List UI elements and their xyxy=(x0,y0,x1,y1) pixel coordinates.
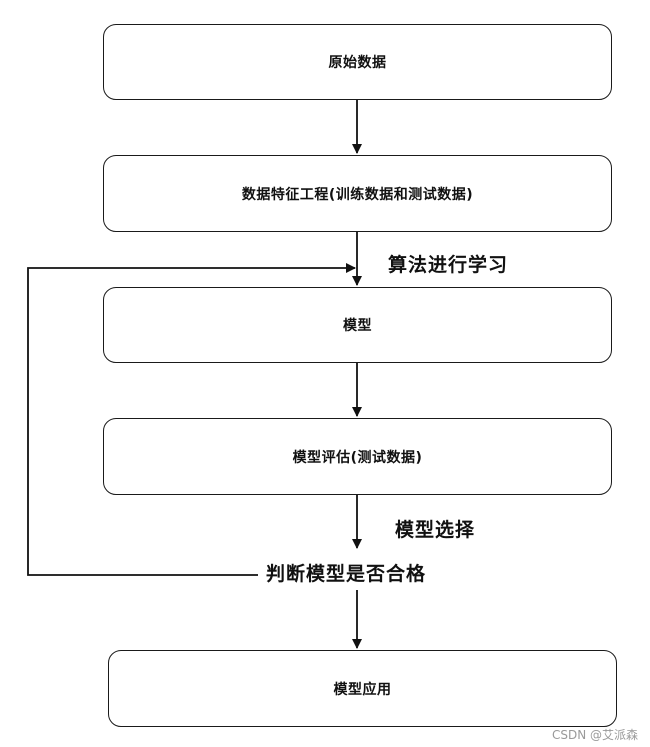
edge-label-algorithm-learning: 算法进行学习 xyxy=(388,254,509,276)
node-model-evaluation: 模型评估(测试数据) xyxy=(103,418,612,495)
node-model-label: 模型 xyxy=(343,318,372,334)
feedback-loop-arrow xyxy=(27,263,356,576)
node-feature-engineering: 数据特征工程(训练数据和测试数据) xyxy=(103,155,612,232)
watermark: CSDN @艾派森 xyxy=(551,728,638,742)
node-raw-data: 原始数据 xyxy=(103,24,612,100)
edge-label-judge-model: 判断模型是否合格 xyxy=(262,563,431,585)
node-model-application: 模型应用 xyxy=(108,650,617,727)
node-feature-engineering-label: 数据特征工程(训练数据和测试数据) xyxy=(241,186,474,203)
node-model-application-label: 模型应用 xyxy=(333,681,392,698)
node-model: 模型 xyxy=(103,287,612,363)
node-raw-data-label: 原始数据 xyxy=(328,55,387,71)
node-model-evaluation-label: 模型评估(测试数据) xyxy=(292,449,423,466)
edge-label-model-selection: 模型选择 xyxy=(395,519,476,541)
